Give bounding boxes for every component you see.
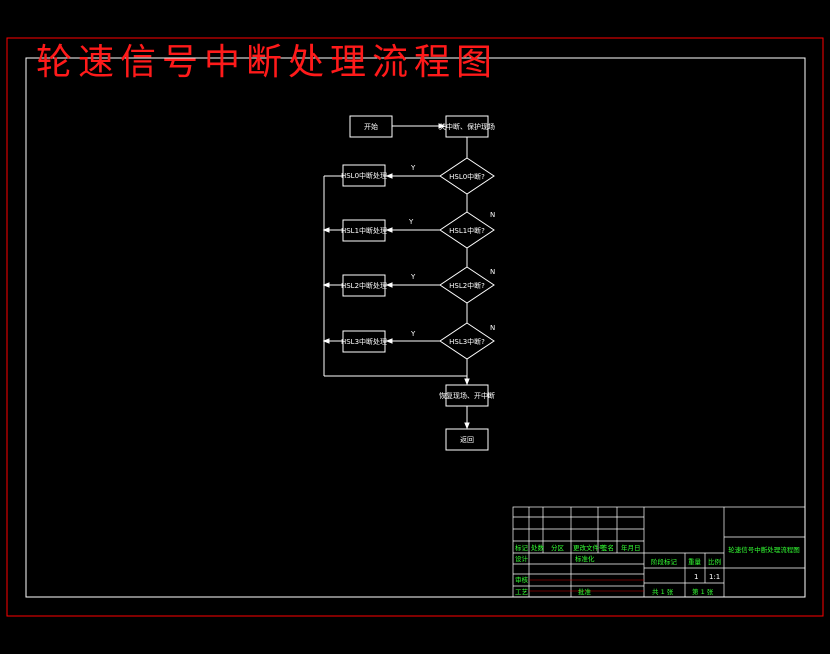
tb-weight: 重量 bbox=[688, 558, 702, 566]
save-context-label: 关中断、保护现场 bbox=[439, 122, 495, 131]
end-label: 返回 bbox=[460, 436, 474, 444]
tb-scale-value: 1:1 bbox=[709, 573, 720, 581]
decision-hsl2-label: HSL2中断? bbox=[449, 281, 485, 290]
tb-process: 工艺 bbox=[515, 588, 529, 596]
tb-label-count: 处数 bbox=[531, 543, 545, 552]
decision-hsl0-label: HSL0中断? bbox=[449, 172, 485, 181]
tb-weight-value: 1 bbox=[694, 573, 698, 581]
tb-label-change-doc: 更改文件号 bbox=[573, 543, 606, 552]
yes-label-0: Y bbox=[410, 164, 416, 172]
tb-total-sheets: 共 1 张 bbox=[652, 587, 674, 596]
handler-hsl1-label: HSL1中断处理 bbox=[341, 226, 387, 235]
end-box bbox=[445, 428, 489, 451]
yes-label-3: Y bbox=[410, 330, 416, 338]
tb-design: 设计 bbox=[515, 554, 529, 563]
tb-standardization: 标准化 bbox=[575, 554, 595, 563]
title-block bbox=[512, 506, 806, 598]
yes-label-2: Y bbox=[410, 273, 416, 281]
decision-hsl3-label: HSL3中断? bbox=[449, 337, 485, 346]
handler-hsl0-label: HSL0中断处理 bbox=[341, 171, 387, 180]
tb-label-zone: 分区 bbox=[551, 543, 565, 552]
tb-scale: 比例 bbox=[708, 557, 721, 566]
yes-label-1: Y bbox=[408, 218, 414, 226]
title-block-red-lines bbox=[529, 579, 644, 592]
no-label-2: N bbox=[490, 268, 495, 276]
start-label: 开始 bbox=[364, 122, 378, 131]
flowchart bbox=[322, 115, 495, 451]
restore-context-label: 恢复现场、开中断 bbox=[439, 391, 495, 400]
tb-label-mark: 标记 bbox=[515, 543, 529, 552]
tb-sheet-no: 第 1 张 bbox=[692, 587, 714, 596]
handler-hsl3-label: HSL3中断处理 bbox=[341, 337, 387, 346]
handler-hsl2-label: HSL2中断处理 bbox=[341, 281, 387, 290]
tb-review: 审核 bbox=[515, 575, 529, 584]
drawing-title: 轮速信号中断处理流程图 bbox=[36, 42, 498, 83]
tb-label-date: 年月日 bbox=[621, 543, 641, 552]
inner-frame bbox=[25, 57, 806, 598]
tb-label-sign: 签名 bbox=[601, 543, 614, 552]
decision-hsl1-label: HSL1中断? bbox=[449, 226, 485, 235]
tb-stage-mark: 阶段标记 bbox=[651, 557, 678, 566]
no-label-1: N bbox=[490, 211, 495, 219]
tb-drawing-name: 轮速信号中断处理流程图 bbox=[728, 545, 800, 554]
outer-frame bbox=[6, 37, 824, 617]
no-label-3: N bbox=[490, 324, 495, 332]
tb-approve: 批准 bbox=[578, 587, 592, 596]
